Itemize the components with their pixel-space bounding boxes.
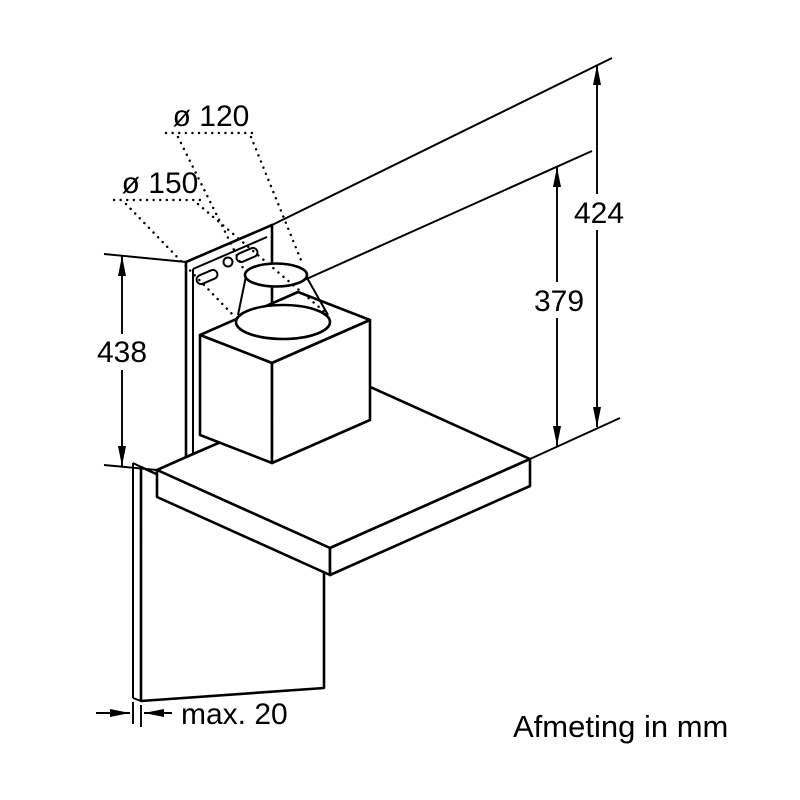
mounting-slot-left <box>195 268 219 286</box>
chimney-lower-line <box>301 150 593 282</box>
dim-379-label: 379 <box>534 285 584 318</box>
dia-120-leader-left <box>176 135 245 270</box>
wall-panel-bottom-joint <box>132 697 142 702</box>
duct-cone-right-side <box>305 275 329 316</box>
dim-438-label: 438 <box>97 336 147 369</box>
canopy-front-right-face <box>328 457 532 577</box>
callout-diameter-150: ø 150 <box>112 167 328 317</box>
wall-panel <box>132 462 326 703</box>
duct-collar-150 <box>234 303 332 341</box>
dimension-424: 424 <box>574 65 624 427</box>
ext-line-438-top <box>103 253 187 263</box>
duct-rim-120 <box>243 262 309 288</box>
callout-diameter-120: ø 120 <box>164 100 305 270</box>
hood-canopy <box>155 379 532 577</box>
chimney-upper-line <box>271 57 613 226</box>
duct-connector <box>234 262 332 341</box>
dia-150-label: ø 150 <box>122 167 199 200</box>
mounting-slot-right <box>235 246 259 264</box>
dia-150-leader-left <box>124 202 235 317</box>
duct-cone-left-side <box>237 275 247 316</box>
ext-line-canopy-right <box>529 417 621 460</box>
ext-line-438-bottom <box>103 464 158 471</box>
mounting-plate-inner-top-edge <box>192 236 268 270</box>
units-caption: Afmeting in mm <box>513 709 728 744</box>
wall-panel-top-joint <box>132 462 142 468</box>
motor-housing-right-face <box>270 318 372 465</box>
dim-max20-label: max. 20 <box>181 698 288 731</box>
dimension-max-20: max. 20 <box>96 698 288 731</box>
dimension-379: 379 <box>534 167 584 446</box>
dia-120-label: ø 120 <box>173 100 250 133</box>
mounting-hole <box>222 256 234 268</box>
dim-424-label: 424 <box>574 197 624 230</box>
dimension-438: 438 <box>97 256 147 466</box>
